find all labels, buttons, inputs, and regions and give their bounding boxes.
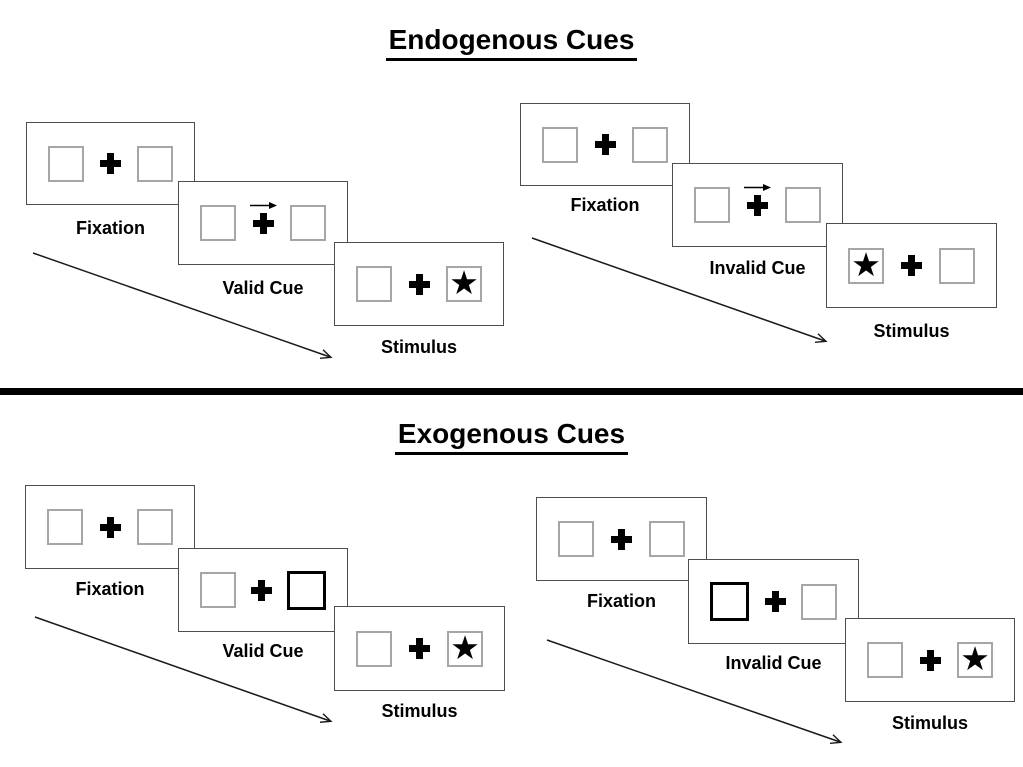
fixation-cross-icon [744, 183, 771, 216]
right-placeholder-box [137, 509, 173, 545]
right-placeholder-box [290, 205, 326, 241]
stimulus-label: Stimulus [873, 321, 950, 341]
fixation-cross-icon [251, 579, 272, 601]
invalid-cue-panel [672, 163, 843, 247]
star-icon: ★ [851, 244, 881, 284]
endogenous-title: Endogenous Cues [0, 24, 1023, 61]
cue-label: Valid Cue [222, 278, 304, 298]
fixation-cross-icon [901, 255, 922, 276]
star-target-box: ★ [848, 244, 884, 284]
star-icon: ★ [449, 263, 479, 302]
right-placeholder-box [785, 187, 821, 223]
left-placeholder-box [558, 521, 594, 557]
cue-highlight-box [710, 582, 749, 621]
star-icon: ★ [960, 639, 990, 678]
star-target-box: ★ [447, 627, 483, 667]
left-placeholder-box [47, 509, 83, 545]
stimulus-panel: ★ [334, 242, 504, 326]
valid-cue-panel [178, 548, 348, 632]
right-arrow-icon [249, 201, 277, 209]
fixation-label: Fixation [75, 579, 145, 599]
right-placeholder-box [801, 583, 837, 620]
fixation-cross-icon [99, 516, 121, 538]
star-target-box: ★ [957, 642, 993, 678]
fixation-cross-icon [249, 201, 277, 234]
fixation-panel [26, 122, 195, 205]
valid-cue-panel [178, 181, 348, 265]
fixation-cross-icon [611, 528, 632, 550]
fixation-panel [536, 497, 707, 581]
left-placeholder-box [867, 642, 903, 678]
timeline-arrow-icon [34, 616, 333, 723]
cue-highlight-box [287, 570, 326, 610]
invalid-cue-panel [688, 559, 859, 644]
cue-label: Invalid Cue [725, 653, 822, 673]
fixation-cross-icon [100, 153, 121, 174]
left-placeholder-box [356, 630, 392, 667]
left-placeholder-box [200, 572, 236, 608]
fixation-label: Fixation [75, 218, 145, 238]
fixation-cross-icon [764, 591, 786, 612]
star-target-box: ★ [446, 266, 482, 302]
left-placeholder-box [694, 187, 730, 223]
left-placeholder-box [200, 205, 236, 241]
right-arrow-icon [744, 183, 771, 191]
cue-label: Invalid Cue [709, 258, 806, 278]
fixation-cross-icon [919, 649, 941, 671]
cue-label: Valid Cue [222, 641, 304, 661]
fixation-panel [25, 485, 195, 569]
fixation-label: Fixation [570, 195, 640, 215]
right-placeholder-box [939, 247, 975, 284]
exogenous-title: Exogenous Cues [0, 418, 1023, 455]
stimulus-panel: ★ [826, 223, 997, 308]
fixation-cross-icon [409, 638, 430, 659]
endogenous-title-text: Endogenous Cues [385, 24, 638, 61]
stimulus-label: Stimulus [381, 701, 458, 721]
fixation-cross-icon [408, 273, 430, 295]
right-placeholder-box [632, 126, 668, 163]
fixation-cross-icon [594, 134, 616, 155]
fixation-panel [520, 103, 690, 186]
stimulus-panel: ★ [334, 606, 505, 691]
stimulus-panel: ★ [845, 618, 1015, 702]
stimulus-label: Stimulus [891, 713, 968, 733]
fixation-label: Fixation [586, 591, 656, 611]
section-divider [0, 388, 1023, 395]
exogenous-title-text: Exogenous Cues [394, 418, 629, 455]
star-icon: ★ [450, 627, 480, 667]
left-placeholder-box [48, 145, 84, 182]
right-placeholder-box [649, 521, 685, 557]
right-placeholder-box [137, 145, 173, 182]
timeline-arrow-icon [32, 252, 333, 359]
timeline-arrow-icon [531, 237, 828, 343]
left-placeholder-box [542, 126, 578, 163]
left-placeholder-box [356, 266, 392, 302]
stimulus-label: Stimulus [380, 337, 457, 357]
